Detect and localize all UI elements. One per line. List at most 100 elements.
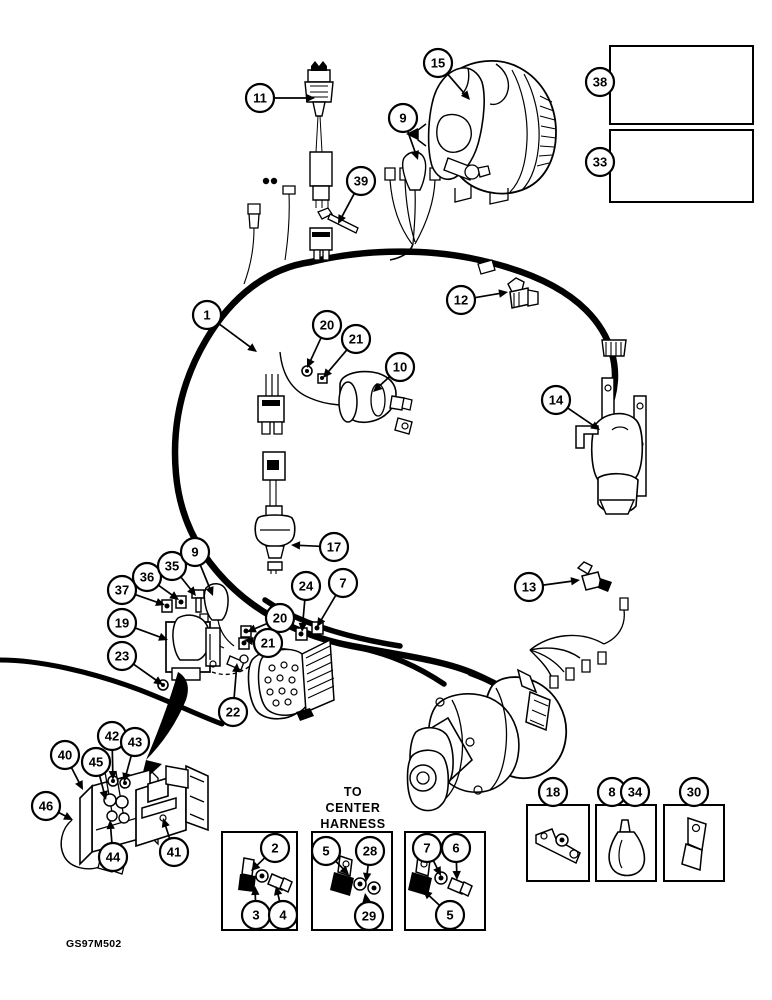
callout-circle[interactable] <box>327 567 359 599</box>
note-line-3: HARNESS <box>320 817 385 831</box>
callout-6[interactable]: 6 <box>440 832 472 880</box>
callout-13[interactable]: 13 <box>513 571 580 603</box>
center-harness-note: TO CENTER HARNESS <box>320 785 385 831</box>
callout-circle[interactable] <box>264 602 296 634</box>
sender-17-illustration <box>254 505 296 574</box>
callout-38[interactable]: 38 <box>584 66 616 98</box>
callout-number: 11 <box>253 91 267 106</box>
callout-circle[interactable] <box>445 284 477 316</box>
callout-circle[interactable] <box>80 746 112 778</box>
callout-circle[interactable] <box>353 900 385 932</box>
callout-circle[interactable] <box>440 832 472 864</box>
callout-45[interactable]: 45 <box>80 746 112 800</box>
callout-number: 3 <box>252 908 259 923</box>
callout-29[interactable]: 29 <box>353 893 385 932</box>
callout-18[interactable]: 18 <box>537 776 569 808</box>
callout-circle[interactable] <box>106 574 138 606</box>
callout-circle[interactable] <box>158 836 190 868</box>
callout-circle[interactable] <box>340 323 372 355</box>
callout-17[interactable]: 17 <box>291 531 350 563</box>
callout-19[interactable]: 19 <box>106 607 168 641</box>
callout-4[interactable]: 4 <box>267 886 299 931</box>
callout-arrowhead <box>75 780 83 790</box>
callout-30[interactable]: 30 <box>678 776 710 808</box>
callout-44[interactable]: 44 <box>97 820 129 873</box>
callout-circle[interactable] <box>387 102 419 134</box>
callout-5[interactable]: 5 <box>423 890 466 931</box>
callout-number: 17 <box>327 540 341 555</box>
callout-22[interactable]: 22 <box>217 663 249 728</box>
callout-circle[interactable] <box>156 550 188 582</box>
callout-arrowhead <box>205 586 214 596</box>
callout-7[interactable]: 7 <box>317 567 359 627</box>
callout-circle[interactable] <box>584 66 616 98</box>
callout-2[interactable]: 2 <box>251 832 291 871</box>
callout-37[interactable]: 37 <box>106 574 165 606</box>
callout-circle[interactable] <box>678 776 710 808</box>
callout-circle[interactable] <box>311 309 343 341</box>
callout-circle[interactable] <box>179 536 211 568</box>
callout-5[interactable]: 5 <box>310 835 349 875</box>
callout-41[interactable]: 41 <box>158 818 190 868</box>
callout-circle[interactable] <box>217 696 249 728</box>
callout-arrowhead <box>153 676 163 685</box>
callout-9[interactable]: 9 <box>179 536 214 596</box>
callout-circle[interactable] <box>131 561 163 593</box>
callout-1[interactable]: 1 <box>191 299 257 352</box>
callout-leader-line <box>70 767 81 785</box>
callout-arrowhead <box>452 870 461 880</box>
callout-20[interactable]: 20 <box>247 602 296 634</box>
callout-circle[interactable] <box>119 726 151 758</box>
callout-arrowhead <box>298 622 307 632</box>
callout-circle[interactable] <box>106 640 138 672</box>
callout-circle[interactable] <box>97 841 129 873</box>
callout-3[interactable]: 3 <box>240 886 272 931</box>
callout-circle[interactable] <box>513 571 545 603</box>
callout-39[interactable]: 39 <box>338 165 377 224</box>
callout-circle[interactable] <box>267 899 299 931</box>
callout-36[interactable]: 36 <box>131 561 179 600</box>
callout-circle[interactable] <box>584 146 616 178</box>
callout-12[interactable]: 12 <box>445 284 508 316</box>
callout-43[interactable]: 43 <box>119 726 151 782</box>
callout-circle[interactable] <box>290 570 322 602</box>
callout-circle[interactable] <box>106 607 138 639</box>
callout-21[interactable]: 21 <box>323 323 372 378</box>
callout-23[interactable]: 23 <box>106 640 163 685</box>
callout-34[interactable]: 34 <box>619 776 651 808</box>
callout-circle[interactable] <box>384 351 416 383</box>
callout-circle[interactable] <box>619 776 651 808</box>
callout-arrowhead <box>307 358 315 368</box>
callout-circle[interactable] <box>345 165 377 197</box>
callout-circle[interactable] <box>49 739 81 771</box>
callout-10[interactable]: 10 <box>373 351 416 392</box>
callout-24[interactable]: 24 <box>290 570 322 632</box>
callout-11[interactable]: 11 <box>244 82 315 114</box>
callout-circle[interactable] <box>252 627 284 659</box>
callout-40[interactable]: 40 <box>49 739 83 790</box>
callout-circle[interactable] <box>354 835 386 867</box>
callout-leader-line <box>427 894 441 907</box>
callout-42[interactable]: 42 <box>96 720 128 780</box>
callout-circle[interactable] <box>422 47 454 79</box>
callout-circle[interactable] <box>244 82 276 114</box>
callout-number: 22 <box>226 705 240 720</box>
callout-circle[interactable] <box>191 299 223 331</box>
callout-28[interactable]: 28 <box>354 835 386 882</box>
callout-15[interactable]: 15 <box>422 47 470 100</box>
callout-circle[interactable] <box>259 832 291 864</box>
callout-circle[interactable] <box>537 776 569 808</box>
callout-20[interactable]: 20 <box>307 309 343 368</box>
callout-14[interactable]: 14 <box>540 384 600 430</box>
callout-33[interactable]: 33 <box>584 146 616 178</box>
callout-21[interactable]: 21 <box>244 627 284 659</box>
callout-35[interactable]: 35 <box>156 550 196 596</box>
callout-circle[interactable] <box>30 790 62 822</box>
callout-circle[interactable] <box>434 899 466 931</box>
callout-arrowhead <box>169 591 179 600</box>
callout-circle[interactable] <box>540 384 572 416</box>
callout-9[interactable]: 9 <box>387 102 419 160</box>
callout-circle[interactable] <box>318 531 350 563</box>
callout-46[interactable]: 46 <box>30 790 73 822</box>
callout-circle[interactable] <box>310 835 342 867</box>
